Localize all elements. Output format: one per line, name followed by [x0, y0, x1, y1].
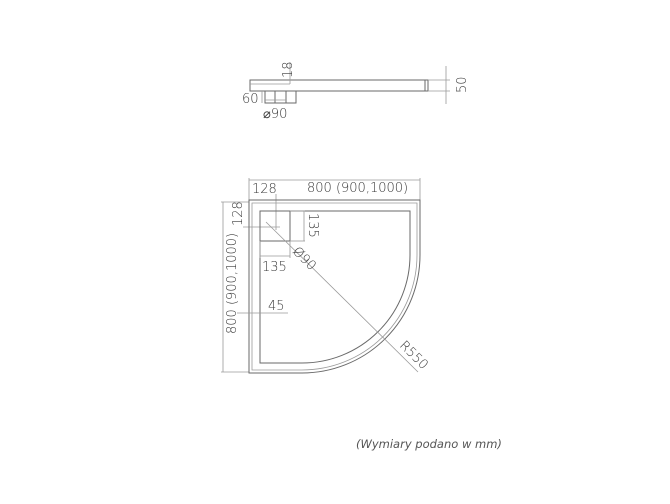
- top-view: 800 (900,1000) 128 800 (900,1000) 128 13…: [221, 178, 431, 374]
- drain-cap: [285, 90, 297, 104]
- dim-width-label: 800 (900,1000): [307, 181, 408, 196]
- side-view: 18 60 ⌀90 50: [242, 61, 470, 122]
- dim-128-left-label: 128: [231, 201, 246, 226]
- tray-outer-outline: [248, 199, 421, 374]
- tray-inner-basin: [259, 210, 411, 364]
- drain-diameter-label: ⌀90: [263, 107, 287, 122]
- tray-profile: [249, 79, 429, 92]
- dim-135-v-label: 135: [305, 213, 320, 238]
- dim-depth-label: 800 (900,1000): [225, 233, 240, 334]
- dim-128-top-label: 128: [252, 182, 277, 197]
- dim-60-label: 60: [242, 92, 259, 107]
- drain-box: [259, 210, 291, 242]
- dim-135-h-label: 135: [262, 260, 287, 275]
- dim-18-label: 18: [281, 61, 296, 78]
- dim-50-label: 50: [455, 76, 470, 93]
- radius-leader: [265, 221, 419, 373]
- units-footnote: (Wymiary podano w mm): [356, 437, 502, 451]
- dim-45-label: 45: [268, 299, 285, 314]
